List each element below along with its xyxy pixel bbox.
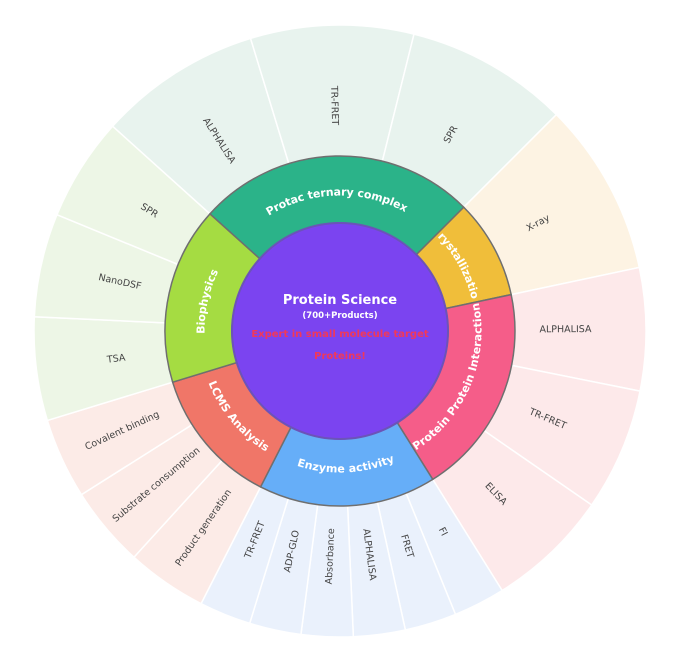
- center-tagline-line-2: Proteins!: [314, 351, 366, 362]
- center-subtitle: (700+Products): [302, 311, 377, 321]
- outer-ring: ALPHALISATR-FRETSPRX-rayALPHALISATR-FRET…: [33, 24, 647, 638]
- item-label-enzyme-3: Absorbance: [324, 528, 337, 585]
- center-circle: [231, 222, 449, 440]
- item-label-protac-1: TR-FRET: [328, 85, 340, 126]
- center-tagline-line-1: Expert in small molecule target: [251, 329, 429, 340]
- center-title: Protein Science: [283, 293, 397, 308]
- item-label-ppi-0: ALPHALISA: [539, 324, 592, 335]
- center-circle-group: Protein Science (700+Products) Expert in…: [231, 222, 449, 440]
- item-label-biophys-0: TSA: [105, 352, 126, 365]
